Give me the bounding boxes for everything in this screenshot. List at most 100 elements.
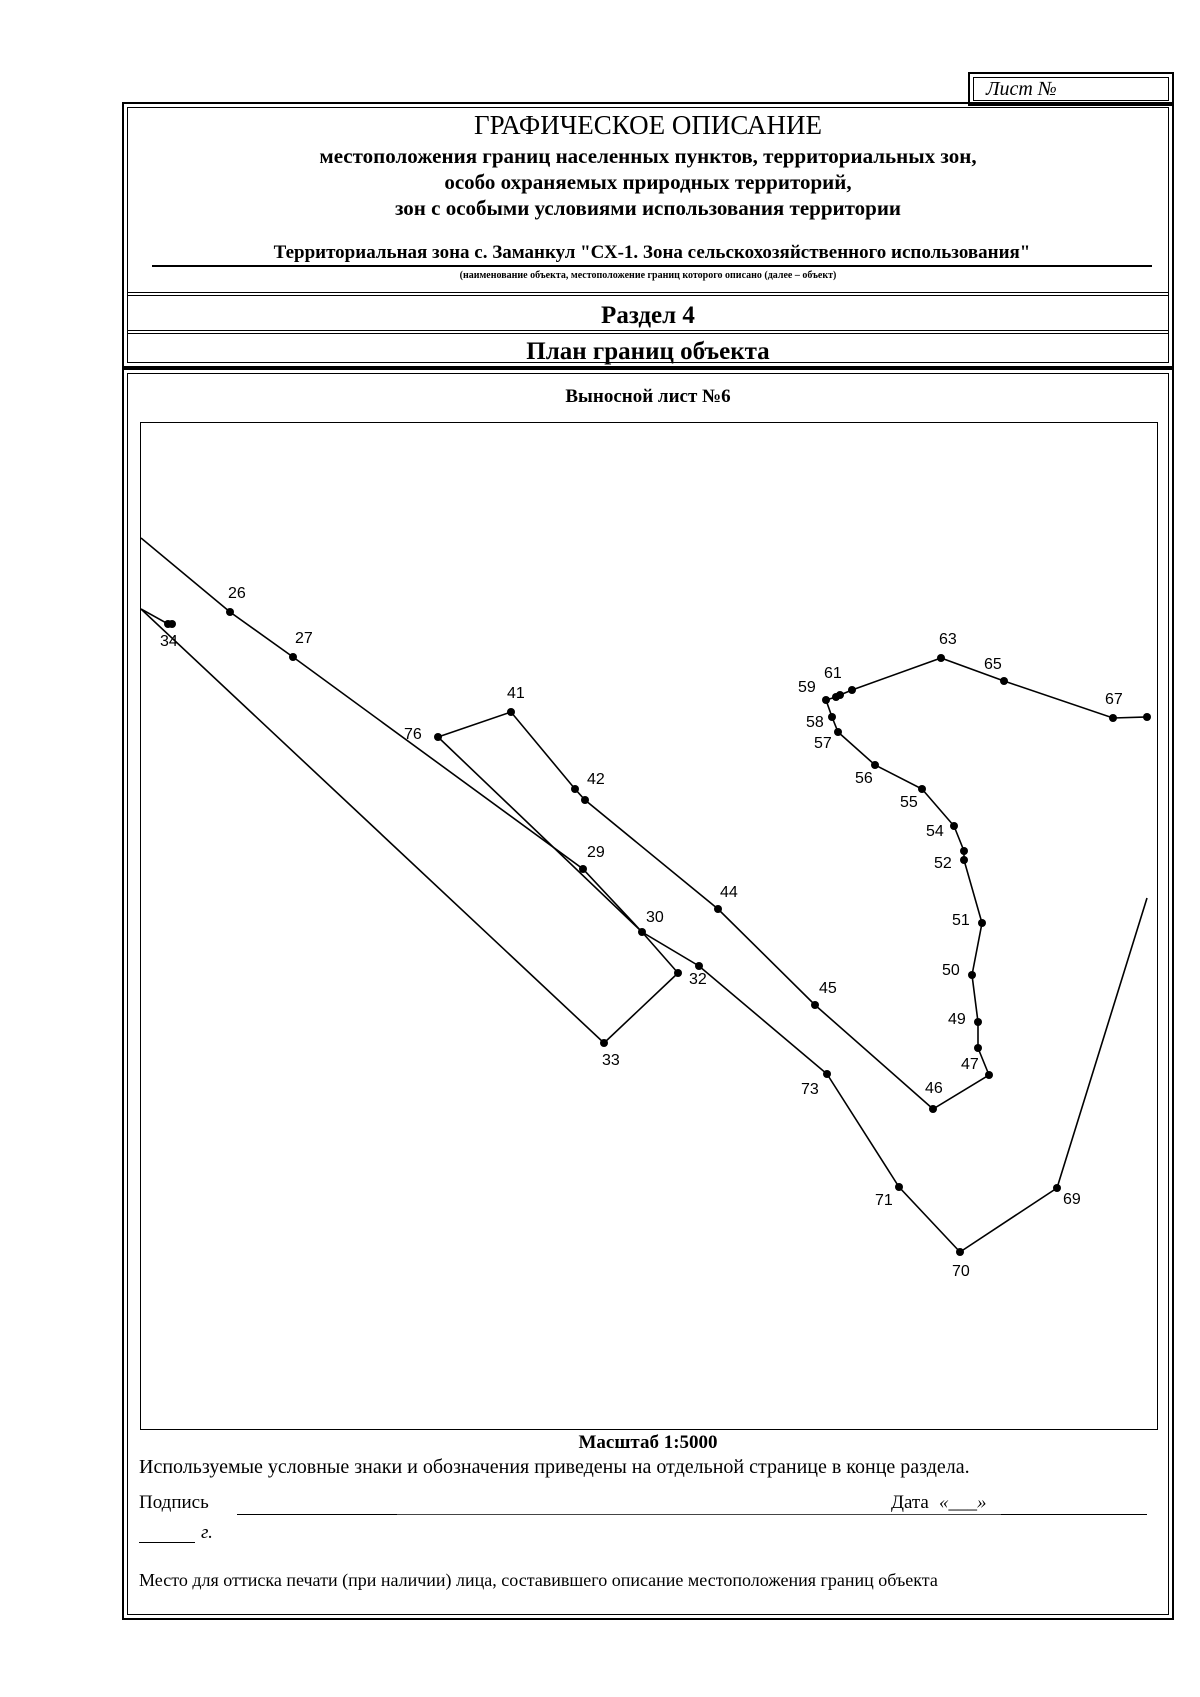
document-title: ГРАФИЧЕСКОЕ ОПИСАНИЕ — [473, 110, 823, 140]
point-50-marker — [968, 971, 976, 979]
point-71-marker — [895, 1183, 903, 1191]
extension-sheet-title: Выносной лист №6 — [565, 386, 731, 407]
signature-line[interactable] — [237, 1514, 397, 1515]
boundary-vertex — [836, 691, 844, 699]
point-45-label: 45 — [819, 980, 837, 997]
boundary-line — [437, 657, 1148, 1110]
point-42-label: 42 — [587, 771, 605, 788]
point-26-marker — [226, 608, 234, 616]
boundary-vertex — [674, 969, 682, 977]
section-divider-double — [127, 333, 1169, 334]
boundary-vertex — [974, 1044, 982, 1052]
point-44-marker — [714, 905, 722, 913]
date-label: Дата — [891, 1492, 929, 1513]
point-27-label: 27 — [295, 630, 313, 647]
date-month-line[interactable] — [1001, 1514, 1147, 1515]
boundary-line — [437, 736, 679, 974]
point-41-label: 41 — [507, 685, 525, 702]
header-divider — [127, 292, 1169, 293]
subtitle-line-2: особо охраняемых природных территорий, — [444, 170, 852, 194]
point-65-label: 65 — [984, 656, 1002, 673]
point-57-label: 57 — [814, 735, 832, 752]
point-71-label: 71 — [875, 1192, 893, 1209]
point-59-label: 59 — [798, 679, 816, 696]
boundary-vertex — [1143, 713, 1151, 721]
point-27-marker — [289, 653, 297, 661]
point-67-label: 67 — [1105, 691, 1123, 708]
subtitle-line-1: местоположения границ населенных пунктов… — [319, 144, 977, 168]
point-58-label: 58 — [806, 714, 824, 731]
point-73-label: 73 — [801, 1081, 819, 1098]
point-51-label: 51 — [952, 912, 970, 929]
point-46-marker — [929, 1105, 937, 1113]
point-46-label: 46 — [925, 1080, 943, 1097]
point-56-label: 56 — [855, 770, 873, 787]
point-76-label: 76 — [404, 726, 422, 743]
point-33-label: 33 — [602, 1052, 620, 1069]
point-49-marker — [974, 1018, 982, 1026]
point-41-marker — [507, 708, 515, 716]
point-55-marker — [918, 785, 926, 793]
point-58-marker — [828, 713, 836, 721]
object-name-hint: (наименование объекта, местоположение гр… — [459, 270, 837, 281]
point-29-label: 29 — [587, 844, 605, 861]
point-30-label: 30 — [646, 909, 664, 926]
sheet-number-label: Лист № — [986, 78, 1057, 100]
map-scale: Масштаб 1:5000 — [578, 1432, 718, 1453]
boundary-line — [141, 608, 679, 1045]
boundary-vertex — [571, 785, 579, 793]
header-divider-double — [127, 295, 1169, 296]
signature-row: Подпись Дата «___» — [139, 1492, 1149, 1518]
point-34-label: 34 — [160, 633, 178, 650]
point-33-marker — [600, 1039, 608, 1047]
point-70-label: 70 — [952, 1263, 970, 1280]
section-divider — [127, 330, 1169, 331]
document-header: ГРАФИЧЕСКОЕ ОПИСАНИЕ местоположения гран… — [122, 102, 1174, 368]
point-32-label: 32 — [689, 971, 707, 988]
section-title: Раздел 4 — [601, 302, 695, 329]
point-69-marker — [1053, 1184, 1061, 1192]
point-56-marker — [871, 761, 879, 769]
year-suffix: г. — [201, 1522, 213, 1543]
sheet-number-box: Лист № — [968, 72, 1174, 106]
date-day-field[interactable]: «___» — [939, 1492, 987, 1513]
point-29-marker — [579, 865, 587, 873]
point-42-marker — [581, 796, 589, 804]
point-49-label: 49 — [948, 1011, 966, 1028]
point-59-marker — [822, 696, 830, 704]
point-69-label: 69 — [1063, 1191, 1081, 1208]
boundary-line — [141, 537, 1148, 1254]
point-54-label: 54 — [926, 823, 944, 840]
signature-label: Подпись — [139, 1492, 209, 1513]
point-52-label: 52 — [934, 855, 952, 872]
point-76-marker — [434, 733, 442, 741]
point-26-label: 26 — [228, 585, 246, 602]
signature-name-line[interactable] — [397, 1514, 1007, 1515]
point-55-label: 55 — [900, 794, 918, 811]
plan-title: План границ объекта — [526, 338, 770, 365]
point-61-marker — [848, 686, 856, 694]
point-63-marker — [937, 654, 945, 662]
point-65-marker — [1000, 677, 1008, 685]
point-63-label: 63 — [939, 631, 957, 648]
point-67-marker — [1109, 714, 1117, 722]
point-45-marker — [811, 1001, 819, 1009]
point-51-marker — [978, 919, 986, 927]
point-70-marker — [956, 1248, 964, 1256]
point-50-label: 50 — [942, 962, 960, 979]
stamp-note: Место для оттиска печати (при наличии) л… — [139, 1570, 938, 1590]
year-line[interactable] — [139, 1542, 195, 1543]
boundary-vertex — [960, 847, 968, 855]
legend-note: Используемые условные знаки и обозначени… — [139, 1456, 970, 1478]
point-30-marker — [638, 928, 646, 936]
point-52-marker — [960, 856, 968, 864]
plan-frame: Выносной лист №6 — [122, 368, 1174, 1620]
point-61-label: 61 — [824, 665, 842, 682]
point-32-marker — [695, 962, 703, 970]
point-34-marker — [164, 620, 172, 628]
point-54-marker — [950, 822, 958, 830]
point-44-label: 44 — [720, 884, 738, 901]
point-73-marker — [823, 1070, 831, 1078]
